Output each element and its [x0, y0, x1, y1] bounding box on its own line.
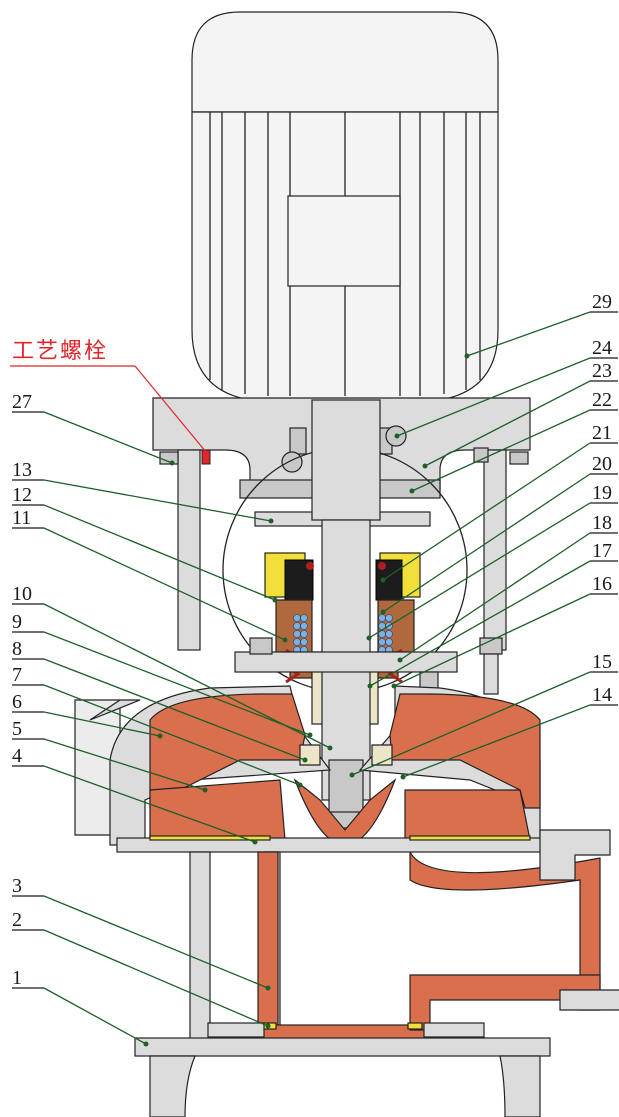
label-22: 22	[592, 389, 612, 411]
label-3: 3	[12, 875, 22, 897]
label-24: 24	[592, 337, 612, 359]
label-23: 23	[592, 360, 612, 382]
label-4: 4	[12, 745, 22, 767]
pump-cover	[74, 637, 503, 836]
label-7: 7	[12, 664, 22, 686]
label-19: 19	[592, 482, 612, 504]
label-17: 17	[592, 540, 612, 562]
label-10: 10	[12, 583, 32, 605]
base	[134, 1022, 551, 1117]
label-1: 1	[12, 967, 22, 989]
leaders-right	[349, 311, 618, 780]
label-12: 12	[12, 484, 32, 506]
part-labels: 29 24 23 22 21 20 19 18 17 16 15 14 27 1…	[12, 291, 612, 989]
label-13: 13	[12, 459, 32, 481]
label-14: 14	[592, 684, 612, 706]
label-5: 5	[12, 718, 22, 740]
label-16: 16	[592, 573, 612, 595]
label-6: 6	[12, 691, 22, 713]
leaders-left	[10, 365, 333, 1047]
label-27: 27	[12, 391, 32, 413]
process-bolt-note: 工艺螺栓	[12, 339, 108, 364]
motor	[191, 11, 499, 401]
label-20: 20	[592, 453, 612, 475]
label-11: 11	[12, 507, 31, 529]
label-29: 29	[592, 291, 612, 313]
label-18: 18	[592, 512, 612, 534]
label-21: 21	[592, 422, 612, 444]
label-8: 8	[12, 638, 22, 660]
casing	[109, 685, 541, 846]
label-9: 9	[12, 611, 22, 633]
label-15: 15	[592, 651, 612, 673]
label-2: 2	[12, 909, 22, 931]
column	[116, 829, 619, 1041]
